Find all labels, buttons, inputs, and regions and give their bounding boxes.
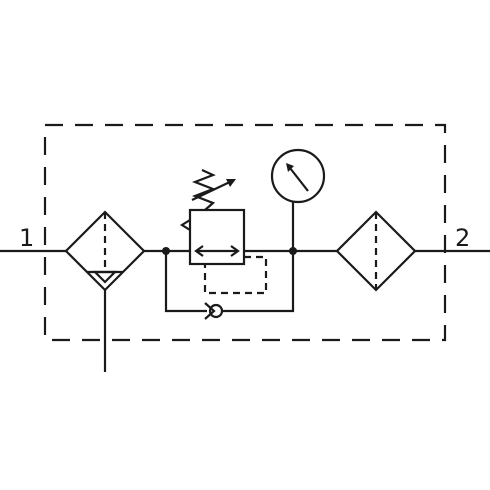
unit-enclosure xyxy=(43,123,447,342)
filter-icon xyxy=(335,210,417,292)
pressure-regulator-icon xyxy=(179,168,268,295)
check-valve-icon xyxy=(208,303,224,319)
filter-with-manual-drain-icon xyxy=(64,210,146,372)
port-1-label: 1 xyxy=(19,224,34,252)
pressure-gauge-icon xyxy=(270,148,326,251)
port-2-label: 2 xyxy=(455,224,470,252)
check-valve-bypass xyxy=(164,251,295,320)
